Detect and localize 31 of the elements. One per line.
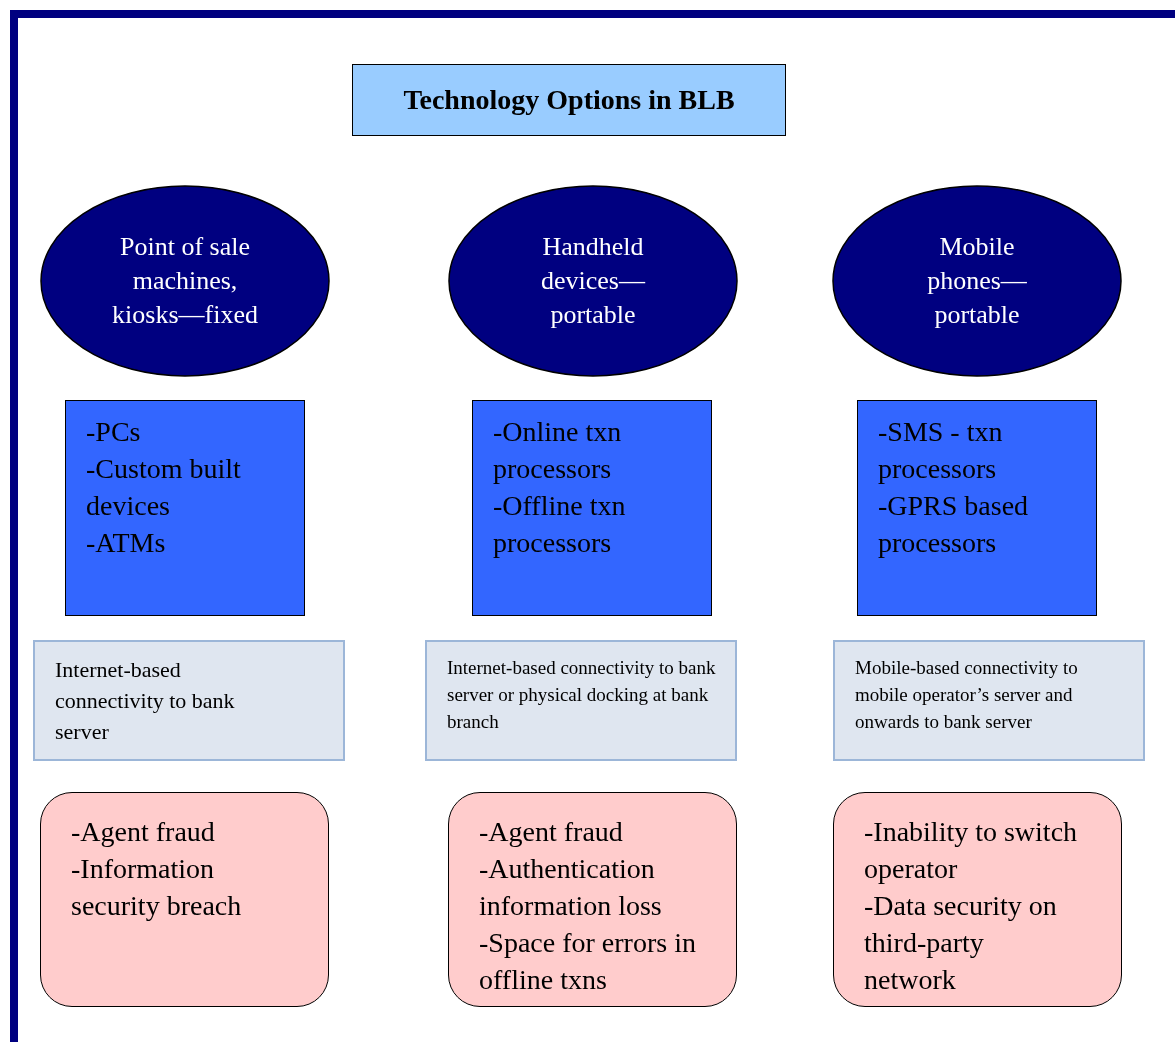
risk-item: -Agent fraud: [479, 815, 624, 849]
risk-box: [448, 792, 737, 1007]
risk-box: [40, 792, 329, 1007]
risk-box: [833, 792, 1122, 1007]
connectivity-text: Internet-based connectivity to bank server: [55, 656, 236, 746]
risk-item: -Authentication information loss: [479, 852, 663, 923]
device-item: -ATMs: [86, 526, 167, 560]
title-text: Technology Options in BLB: [403, 84, 735, 116]
risk-item: -Data security on third-party network: [864, 889, 1058, 997]
risk-item: -Inability to switch operator: [864, 815, 1079, 886]
device-box: [472, 400, 712, 616]
device-item: -GPRS based processors: [878, 489, 1030, 560]
device-box: [65, 400, 305, 616]
device-item: -Online txn processors: [493, 415, 623, 486]
device-box: [857, 400, 1097, 616]
connectivity-text: Mobile-based connectivity to mobile operator’s server and onwards to bank server: [855, 656, 1079, 734]
category-label: Mobile phones—portable: [926, 231, 1028, 331]
device-item: -SMS - txn processors: [878, 415, 1004, 486]
connectivity-box: [833, 640, 1145, 761]
risk-item: -Agent fraud: [71, 815, 216, 849]
device-item: -PCs: [86, 415, 142, 449]
connectivity-box: [425, 640, 737, 761]
device-item: -Offline txn processors: [493, 489, 627, 560]
connectivity-box: [33, 640, 345, 761]
connectivity-text: Internet-based connectivity to bank server or physical docking at bank branch: [447, 656, 717, 734]
risk-item: -Space for errors in offline txns: [479, 926, 696, 997]
title-box: [352, 64, 786, 136]
device-item: -Custom built devices: [86, 452, 242, 523]
risk-item: -Information security breach: [71, 852, 243, 923]
category-label: Handheld devices—portable: [540, 231, 647, 331]
category-label: Point of sale machines, kiosks—fixed: [111, 231, 259, 331]
